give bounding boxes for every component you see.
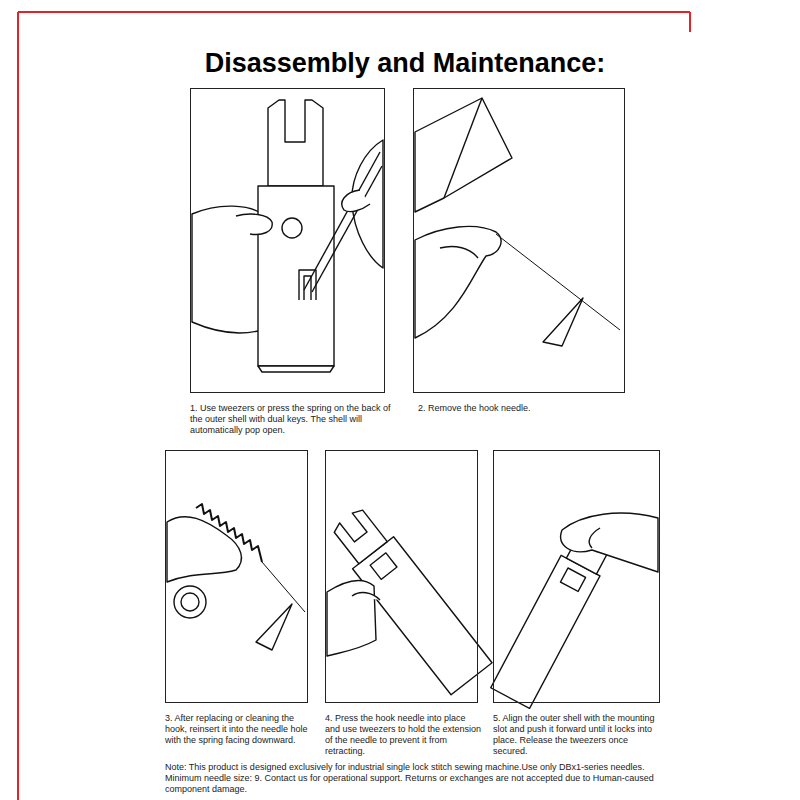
panel-two-drawing-part: [415, 98, 512, 212]
instruction-panel: 1. Use tweezers or press the spring on t…: [190, 88, 396, 438]
panel-three-drawing-part: [174, 586, 206, 618]
panel-frame: [413, 88, 625, 393]
panel-two-drawing-part: [440, 246, 478, 258]
panel-one-drawing-part: [268, 100, 323, 186]
panel-two-drawing-part: [444, 98, 482, 198]
note-text: Note: This product is designed exclusive…: [165, 762, 663, 795]
panel-four-drawing: [325, 502, 492, 695]
panel-five-drawing-part-part: [491, 555, 600, 708]
panel-one-drawing-part: [236, 214, 272, 235]
panel-five-drawing-part: [561, 513, 658, 572]
panel-one-drawing: [192, 100, 383, 372]
panel-frame: [165, 450, 308, 703]
instruction-panel: 5. Align the outer shell with the mounti…: [493, 450, 665, 759]
panel-one-drawing-part: [282, 218, 302, 238]
panel-four-drawing-part-part: [370, 553, 397, 579]
panel-three-drawing-part: [196, 504, 262, 562]
panel-three-drawing-part: [181, 593, 199, 611]
page-border: [18, 12, 690, 800]
step-caption: 4. Press the hook needle into place and …: [325, 713, 483, 757]
panel-two-drawing-part: [415, 226, 501, 338]
page-title: Disassembly and Maintenance:: [105, 48, 705, 79]
panel-one-drawing-part: [258, 186, 334, 366]
panel-three-drawing-part: [262, 562, 305, 612]
panel-three-drawing: [167, 504, 305, 650]
instruction-panel: 2. Remove the hook needle.: [413, 88, 625, 416]
panel-three-drawing-part: [167, 517, 241, 582]
instruction-panel: 4. Press the hook needle into place and …: [325, 450, 483, 759]
panel-five-drawing: [491, 513, 658, 708]
panel-five-drawing-part: [589, 528, 600, 548]
panel-four-drawing-part: [325, 502, 492, 695]
panel-five-drawing-part-part: [560, 568, 585, 592]
panel-frame: [190, 88, 385, 393]
panel-one-drawing-part: [342, 190, 370, 212]
panel-four-drawing-part: [352, 593, 380, 600]
panel-four-drawing-part-part: [332, 507, 387, 564]
panel-two-drawing-part: [543, 298, 583, 346]
panel-two-drawing-part: [496, 234, 620, 330]
panel-one-drawing-part: [258, 366, 334, 372]
step-caption: 1. Use tweezers or press the spring on t…: [190, 403, 396, 436]
page-border-part: [689, 12, 691, 32]
panel-one-drawing-part: [312, 166, 382, 292]
step-caption: 5. Align the outer shell with the mounti…: [493, 713, 665, 757]
page-border-part: [18, 11, 690, 13]
page-border-part: [17, 12, 19, 800]
panel-four-drawing-part: [327, 580, 376, 656]
panel-frame: [325, 450, 478, 703]
panel-two-drawing: [415, 98, 620, 346]
step-caption: 2. Remove the hook needle.: [418, 403, 630, 414]
panel-three-drawing-part: [256, 604, 292, 650]
step-caption: 3. After replacing or cleaning the hook,…: [165, 713, 315, 746]
instruction-panel: 3. After replacing or cleaning the hook,…: [165, 450, 315, 748]
panel-frame: [493, 450, 660, 703]
panel-one-drawing-part: [304, 152, 380, 290]
